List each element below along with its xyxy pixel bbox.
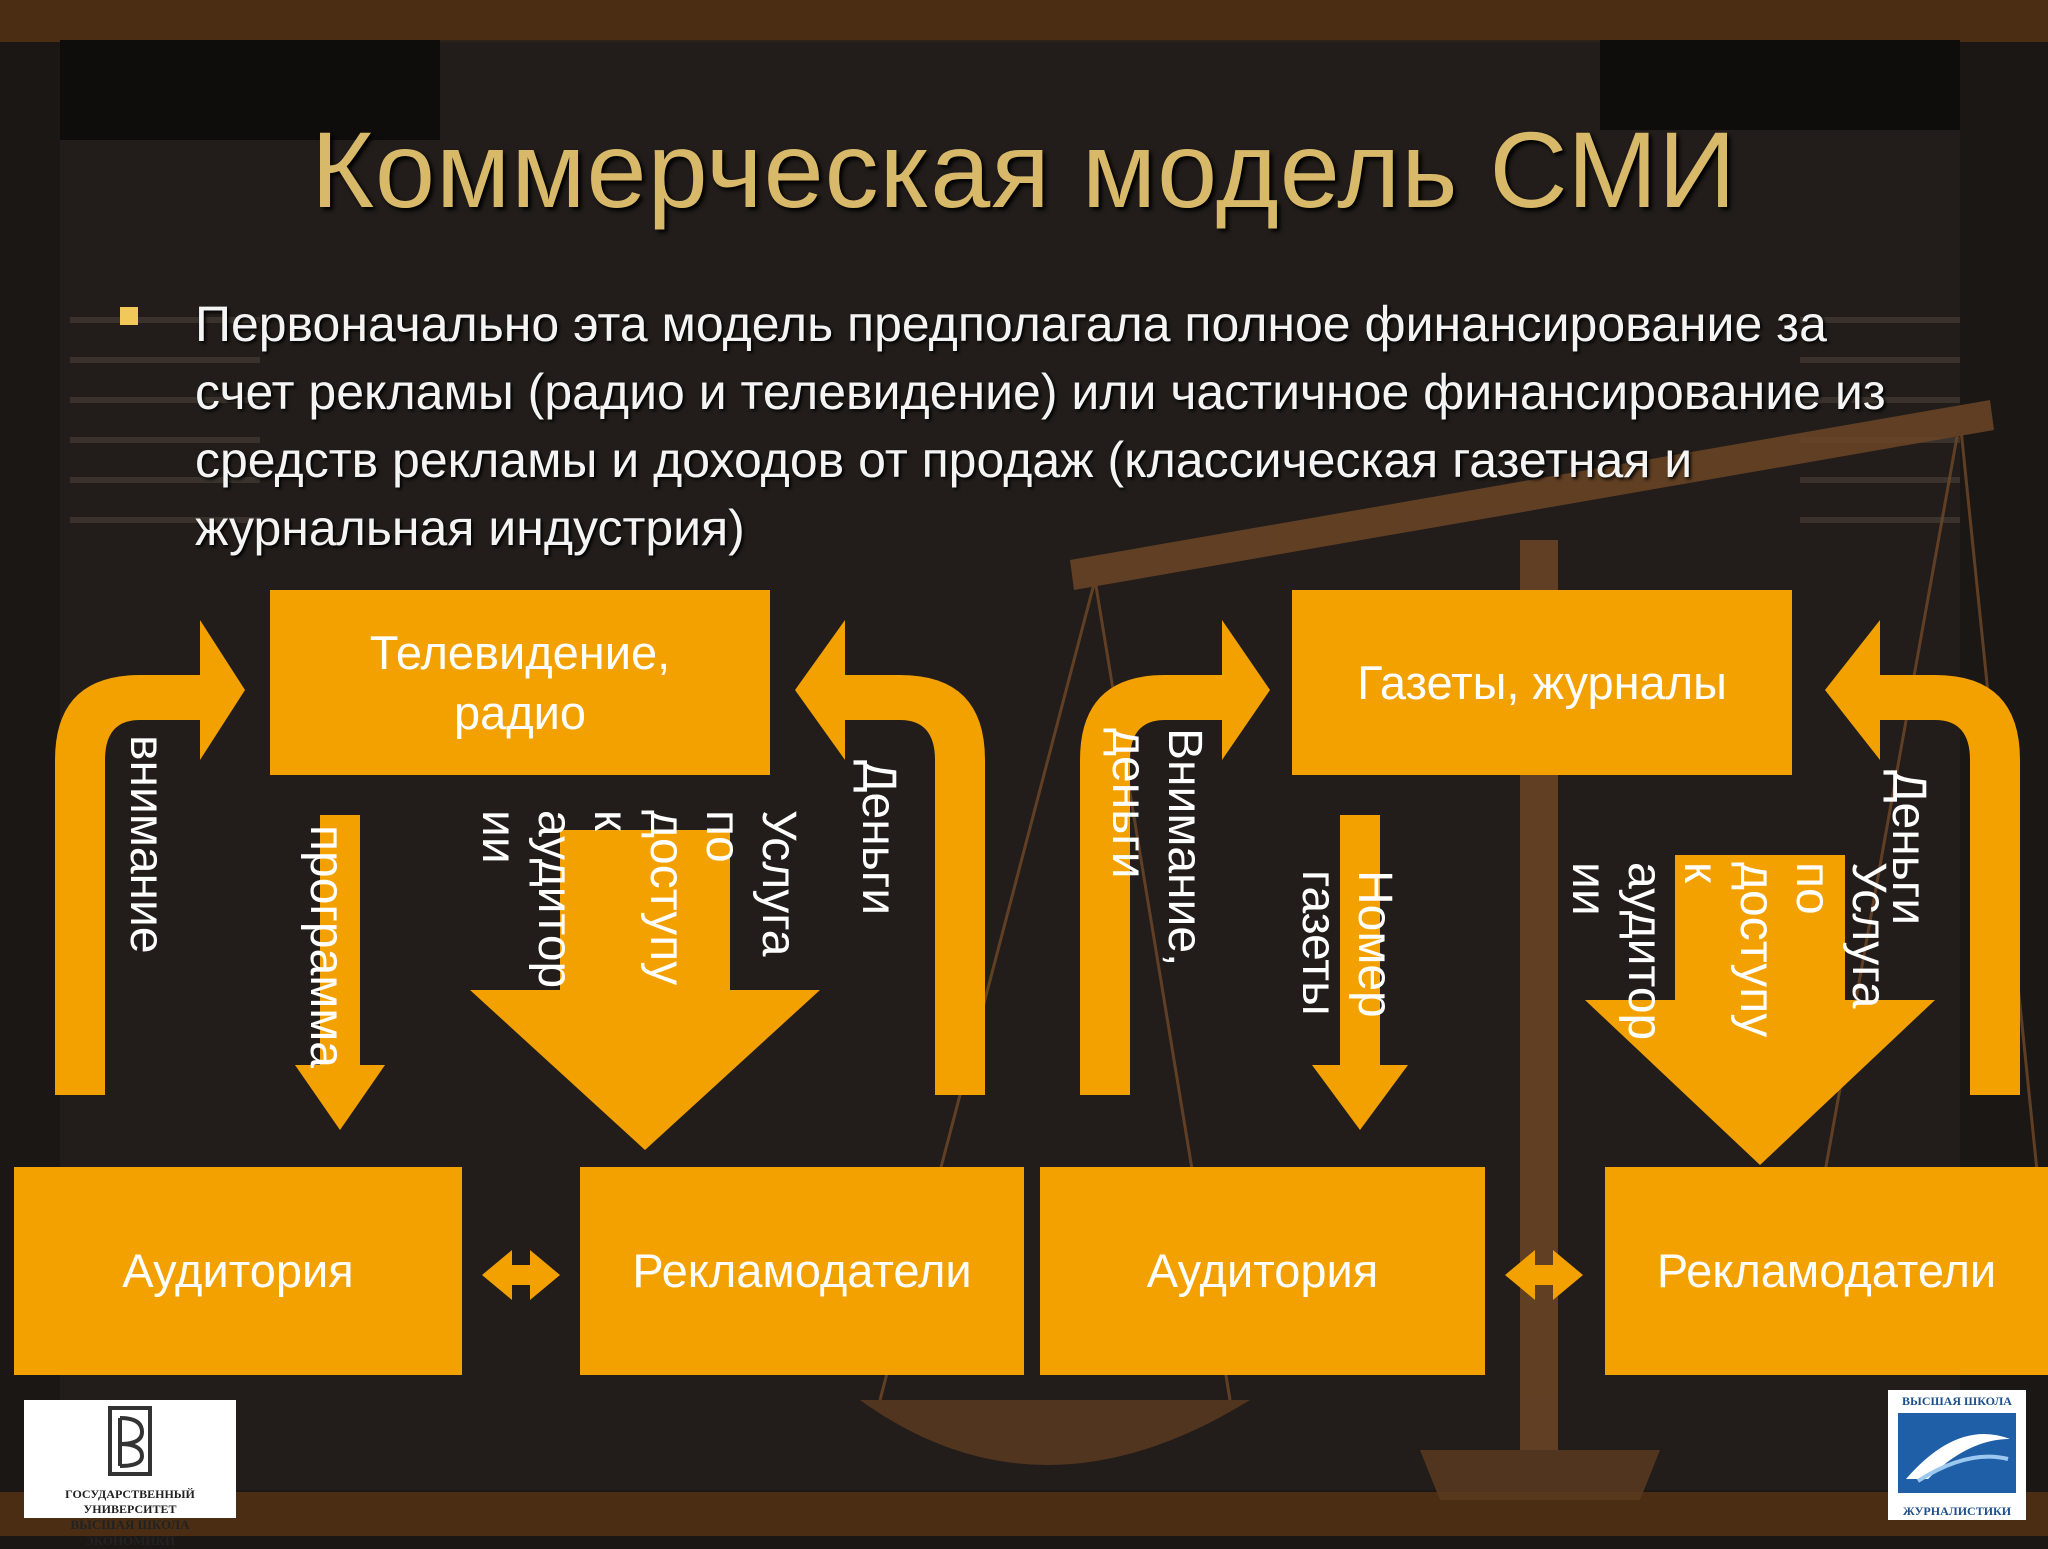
arrow-service-right [1585,855,1935,1165]
newspapers-box: Газеты, журналы [1292,590,1792,775]
slide-title: Коммерческая модель СМИ [311,109,1737,230]
arrow-attention-right [1080,620,1270,1095]
newspaper-lines [70,317,1960,523]
advertisers-box-left: Рекламодатели [580,1167,1024,1375]
label-service-left: Услуга по доступу к аудитор ии [472,810,805,989]
label-attention-money-right: Внимание, деньги [1102,728,1211,967]
journalism-emblem-icon [1898,1413,2016,1493]
arrow-program [295,815,385,1130]
tv-radio-label: Телевидение, радио [369,625,671,739]
audience-box-left: Аудитория [14,1167,462,1375]
dark-panel-left [60,40,440,140]
label-money-right: Деньги [1882,770,1935,926]
arrow-money-left [795,620,985,1095]
arrow-double-left [482,1250,560,1300]
label-money-left: Деньги [852,760,905,916]
label-issue: Номер газеты [1292,870,1401,1018]
bullet-icon [120,307,138,325]
scale-base [1420,1450,1660,1500]
advertisers-label-left: Рекламодатели [632,1244,972,1297]
advertisers-label-right: Рекламодатели [1656,1244,1997,1297]
dark-panel-right [1600,40,1960,130]
arrow-money-right [1825,620,2020,1095]
audience-box-right: Аудитория [1040,1167,1485,1375]
arrow-double-right [1505,1250,1583,1300]
hse-emblem-icon [108,1406,152,1476]
audience-label-right: Аудитория [1146,1244,1379,1297]
top-frame-bar [0,0,2048,42]
label-attention-left: внимание [120,735,173,954]
journalism-line1: ВЫСШАЯ ШКОЛА [1902,1394,2012,1408]
journalism-logo: ВЫСШАЯ ШКОЛА ЖУРНАЛИСТИКИ [1888,1390,2026,1520]
newspapers-label: Газеты, журналы [1357,655,1727,709]
arrow-service-left [470,830,820,1150]
tv-radio-box: Телевидение, радио [270,590,770,775]
journalism-line2: ЖУРНАЛИСТИКИ [1902,1504,2012,1518]
arrow-issue [1312,815,1408,1130]
hse-line1: ГОСУДАРСТВЕННЫЙ УНИВЕРСИТЕТ [65,1487,195,1516]
bullet-text: Первоначально эта модель предполагала по… [195,296,1886,556]
scale-beam [1070,400,1994,590]
audience-label-left: Аудитория [122,1244,354,1297]
label-service-right: Услуга по доступу к аудитор ии [1562,862,1895,1041]
arrow-attention-left [55,620,245,1095]
hse-line2: ВЫСШАЯ ШКОЛА ЭКОНОМИКИ [70,1517,190,1548]
scale-pan-left [860,1400,1250,1465]
advertisers-box-right: Рекламодатели [1605,1167,2048,1375]
label-program: программа [300,825,353,1068]
bottom-frame-bar [0,1492,2048,1536]
hse-logo: ГОСУДАРСТВЕННЫЙ УНИВЕРСИТЕТ ВЫСШАЯ ШКОЛА… [24,1400,236,1548]
